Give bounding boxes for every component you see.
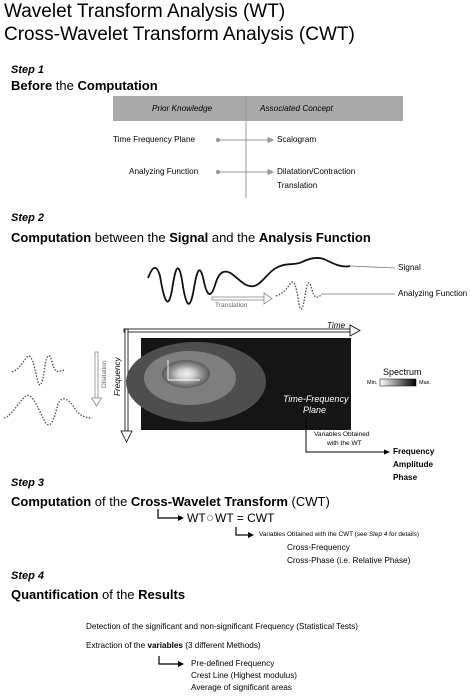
plane-label-1: Time-Frequency (283, 394, 349, 404)
title-line-1: Wavelet Transform Analysis (WT) (4, 1, 286, 22)
signal-label: Signal (398, 263, 421, 272)
step2-label: Step 2 (11, 212, 45, 224)
col-prior-knowledge: Prior Knowledge (152, 104, 213, 113)
step2-heading: Computation between the Signal and the A… (11, 230, 371, 245)
equation-wt: WT (187, 511, 206, 525)
dilatation-label: Dilatation (101, 360, 108, 389)
row2-right: Dilatation/Contraction (277, 167, 356, 176)
step3-vars-arrow (235, 527, 254, 538)
output-cross-frequency: Cross-Frequency (287, 543, 350, 552)
table-arrow-2 (215, 168, 275, 176)
translation-label: Translation (215, 302, 248, 309)
step4-arrow (158, 656, 184, 667)
output-cross-phase: Cross-Phase (i.e. Relative Phase) (287, 556, 411, 565)
time-axis (123, 324, 361, 337)
output-amplitude: Amplitude (393, 460, 434, 469)
row1-left: Time Frequency Plane (113, 135, 196, 144)
spectrum-max: Max. (419, 380, 431, 386)
narrow-wavelet (11, 354, 65, 386)
step4-label: Step 4 (11, 570, 45, 582)
method-1: Pre-defined Frequency (191, 659, 275, 668)
tf-blob-inner (162, 360, 210, 388)
wt-vars-label-2: with the WT (327, 440, 362, 447)
spectrum-scale (379, 378, 417, 387)
step4-heading: Quantification of the Results (11, 587, 186, 602)
title-line-2: Cross-Wavelet Transform Analysis (CWT) (4, 24, 355, 45)
detection-text: Detection of the significant and non-sig… (86, 622, 358, 631)
spectrum-label: Spectrum (383, 367, 422, 377)
plane-output-arrow (305, 418, 390, 455)
step1-label: Step 1 (11, 64, 45, 76)
output-frequency: Frequency (393, 447, 435, 456)
step1-table-header (113, 96, 403, 121)
analyzing-wavelet (275, 281, 323, 310)
translation-arrow (211, 292, 273, 305)
step1-heading: Before the Computation (11, 78, 158, 93)
equation-cwt: WT = CWT (215, 511, 275, 525)
time-label: Time (327, 321, 346, 330)
wt-vars-label-1: Variables Obtained (314, 431, 370, 438)
dilatation-arrow (90, 351, 103, 407)
step3-label: Step 3 (11, 477, 45, 489)
signal-curve (147, 256, 351, 305)
table-arrow-1 (215, 136, 275, 144)
step3-heading: Computation of the Cross-Wavelet Transfo… (11, 494, 330, 509)
step3-arrow (157, 509, 184, 521)
method-3: Average of significant areas (191, 683, 292, 692)
cwt-vars-label: Variables Obtained with the CWT (see Ste… (259, 531, 419, 538)
spectrum-min: Min. (367, 380, 378, 386)
plane-label-2: Plane (303, 405, 327, 415)
wide-wavelet (3, 394, 93, 426)
cross-operator-icon (206, 515, 213, 522)
analyzing-function-label: Analyzing Function (398, 289, 468, 298)
signal-leader (349, 265, 396, 269)
row1-right: Scalogram (277, 135, 317, 144)
row2-left: Analyzing Function (129, 167, 199, 176)
row2-right-2: Translation (277, 181, 318, 190)
output-phase: Phase (393, 473, 418, 482)
col-associated-concept: Associated Concept (260, 104, 333, 113)
method-2: Crest Line (Highest modulus) (191, 671, 298, 680)
extraction-text: Extraction of the variables (3 different… (86, 641, 261, 650)
frequency-label: Frequency (113, 357, 122, 396)
